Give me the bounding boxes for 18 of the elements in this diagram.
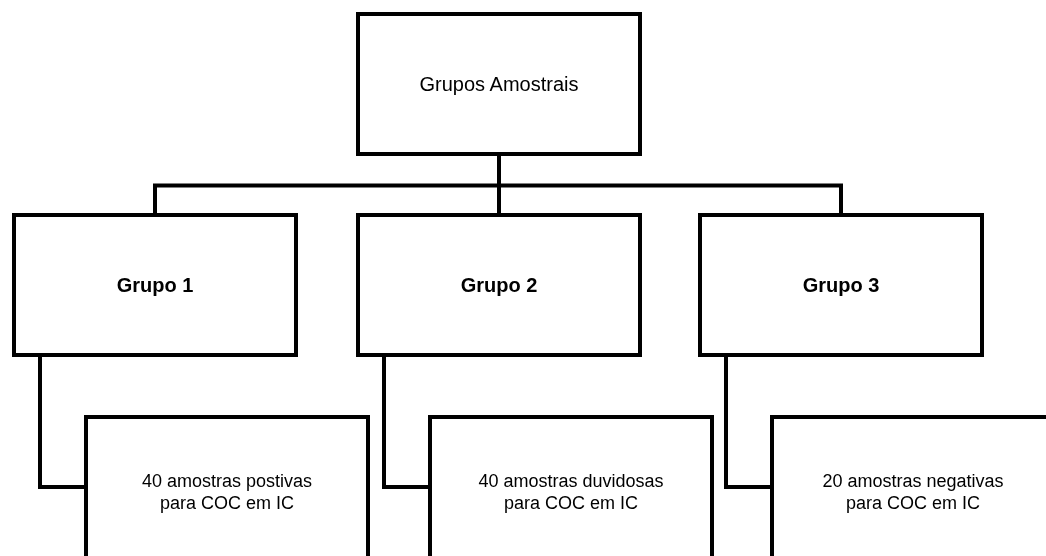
sample-description: 40 amostras duvidosas para COC em IC [477,471,665,515]
sample-box [84,415,370,556]
root-label: Grupos Amostrais [419,72,579,96]
connector-line [382,357,428,489]
group-label: Grupo 1 [116,273,194,297]
connector-line [38,357,84,489]
connector-line [497,156,843,213]
sample-description: 20 amostras negativas para COC em IC [821,471,1005,515]
group-box [12,213,298,357]
group-box [698,213,984,357]
sample-box [428,415,714,556]
group-box [356,213,642,357]
sample-description: 40 amostras postivas para COC em IC [140,471,314,515]
connector-line [724,357,770,489]
group-label: Grupo 3 [802,273,880,297]
root-box [356,12,642,156]
group-label: Grupo 2 [460,273,538,297]
sample-box [770,415,1046,556]
